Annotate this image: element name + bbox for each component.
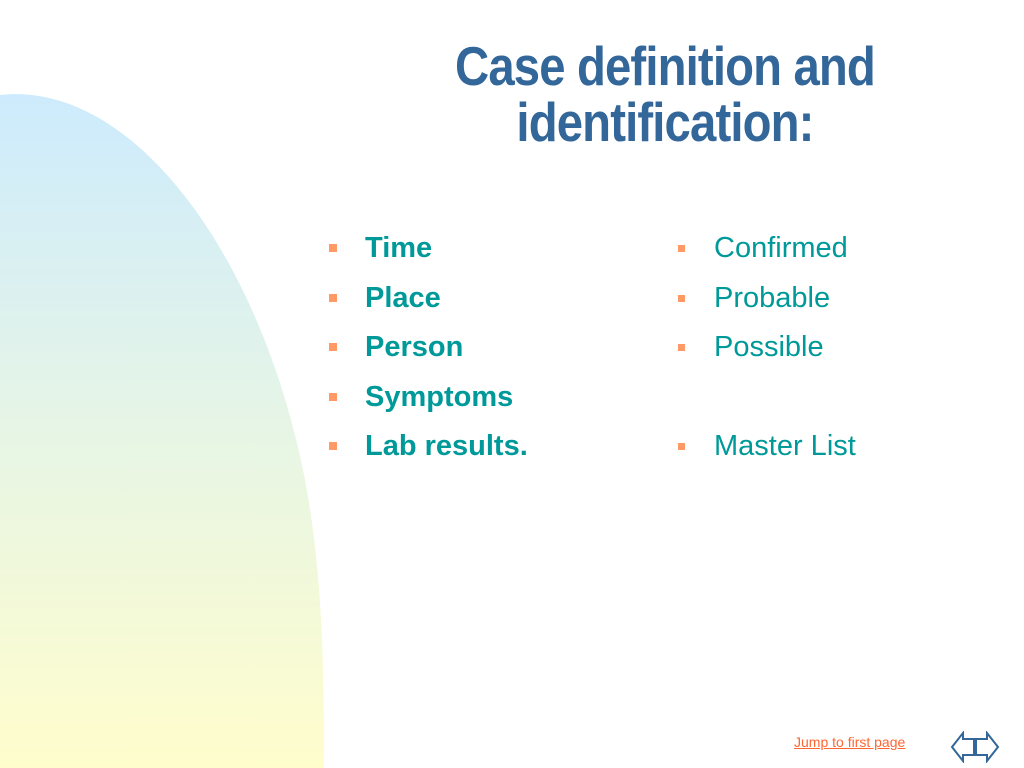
list-item-label: Symptoms [365, 380, 514, 413]
square-bullet-icon [329, 392, 337, 401]
list-item-label: Place [365, 281, 441, 314]
list-item: Master List [676, 424, 996, 474]
slide-title: Case definition and identification: [455, 35, 876, 153]
list-item: Lab results. [327, 424, 627, 474]
square-bullet-icon [678, 443, 685, 450]
list-item-label: Person [365, 331, 464, 363]
list-item: Symptoms [327, 375, 627, 425]
list-item-label: Probable [714, 281, 831, 314]
list-item: Time [327, 226, 627, 276]
previous-slide-arrow-icon[interactable] [950, 731, 976, 763]
square-bullet-icon [678, 294, 685, 302]
square-bullet-icon [678, 245, 685, 252]
list-item: Place [327, 276, 627, 326]
next-slide-arrow-icon[interactable] [974, 731, 1000, 763]
square-bullet-icon [678, 344, 685, 351]
list-item-label: Lab results. [365, 430, 528, 462]
square-bullet-icon [329, 293, 337, 302]
square-bullet-icon [329, 442, 337, 450]
list-item-label: Master List [714, 430, 856, 462]
jump-to-first-page-link[interactable]: Jump to first page [794, 734, 906, 750]
list-item-label: Possible [714, 331, 824, 363]
square-bullet-icon [329, 343, 337, 351]
criteria-list: Time Place Person Symptoms Lab results. [327, 226, 627, 474]
list-item-label: Time [365, 232, 433, 264]
list-item: Person [327, 325, 627, 375]
case-status-list: Confirmed Probable Possible Master List [676, 226, 996, 474]
list-spacer [676, 375, 996, 425]
list-item-label: Confirmed [714, 232, 848, 264]
square-bullet-icon [329, 244, 337, 252]
list-item: Possible [676, 325, 996, 375]
list-item: Confirmed [676, 226, 996, 276]
list-item: Probable [676, 276, 996, 326]
